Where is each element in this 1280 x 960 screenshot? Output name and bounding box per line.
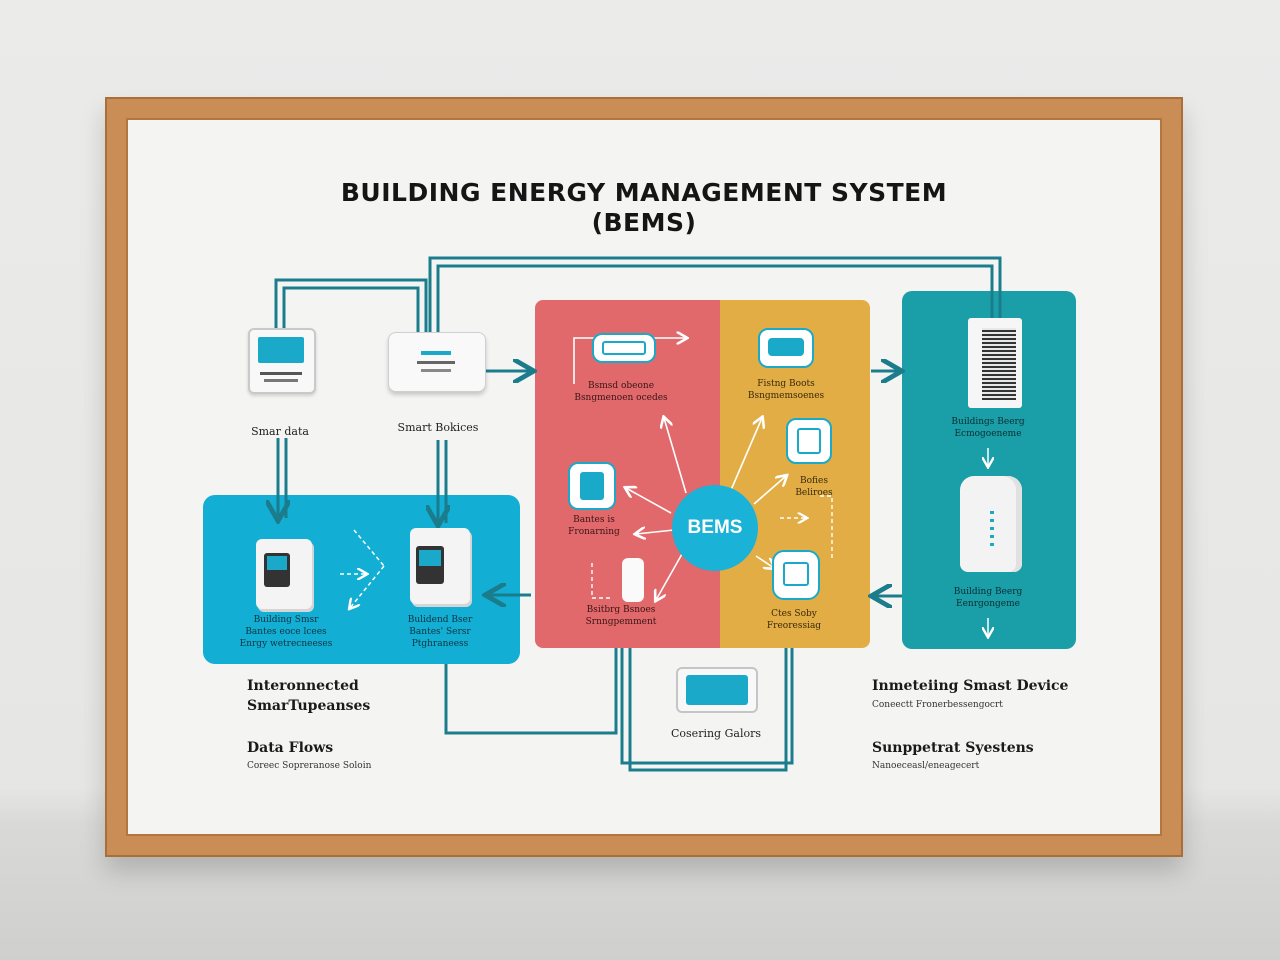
blue-left-label-2: Bantes eoce lcees — [245, 627, 327, 637]
left-note-2-sub: Coreec Sopreranose Soloin — [247, 761, 372, 771]
connection-lines — [126, 256, 1002, 772]
cosering-galors-label: Cosering Galors — [671, 727, 761, 740]
cylinder-device-icon — [622, 558, 644, 602]
yellow-bottom-label-2: Freoressiag — [766, 621, 822, 631]
smart-data-label: Smar data — [251, 425, 309, 438]
teal-top-label-2: Ecmogoeneme — [954, 429, 1022, 439]
bems-hub: BEMS — [672, 485, 758, 571]
yellow-mid-label-2: Beliroes — [795, 488, 833, 498]
yellow-top-label-2: Bsngmemsoenes — [747, 391, 825, 401]
left-note-2-heading: Data Flows — [247, 740, 334, 756]
thermostat-icon — [786, 418, 832, 464]
building-sensor-device — [410, 528, 470, 604]
yellow-bottom-label-1: Ctes Soby — [771, 609, 817, 619]
controller-icon — [772, 550, 820, 600]
diagram-subtitle: (BEMS) — [591, 208, 697, 237]
teal-bottom-label-2: Eenrgongeme — [956, 599, 1020, 609]
teal-bottom-label-1: Building Beerg — [953, 587, 1023, 597]
red-bottom-label-2: Srnngpemment — [585, 617, 657, 627]
blue-left-label-1: Building Smsr — [253, 615, 319, 625]
diagram-title: BUILDING ENERGY MANAGEMENT SYSTEM — [340, 178, 948, 207]
left-note-1-heading-2: SmarTupeanses — [247, 698, 371, 714]
red-mid-label-1: Bantes is — [573, 515, 615, 525]
teal-top-label-1: Buildings Beerg — [951, 417, 1025, 427]
left-note-1-heading-1: Interonnected — [247, 678, 359, 694]
yellow-top-label-1: Fistng Boots — [757, 379, 815, 389]
smart-bokices-device — [388, 332, 486, 392]
blue-left-label-3: Enrgy wetrecneeses — [239, 639, 333, 649]
red-top-label-1: Bsmsd obeone — [587, 381, 655, 391]
storage-unit-device — [960, 476, 1022, 572]
right-note-2-heading: Sunppetrat Syestens — [872, 740, 1034, 756]
blue-right-label-2: Bantes' Sersr — [409, 627, 471, 637]
yellow-mid-label-1: Bofies — [800, 476, 828, 486]
red-bottom-label-1: Bsitbrg Bsnoes — [586, 605, 656, 615]
meter-icon — [592, 333, 656, 363]
red-mid-label-2: Fronarning — [568, 527, 620, 537]
server-rack-device — [968, 318, 1022, 408]
right-note-1-heading: Inmeteiing Smast Device — [872, 678, 1069, 694]
right-note-1-sub: Coneectt Fronerbessengocrt — [872, 700, 1003, 710]
tablet-display-device — [676, 667, 758, 713]
smart-data-device — [248, 328, 316, 394]
panel-icon — [568, 462, 616, 510]
red-top-label-2: Bsngmenoen ocedes — [574, 393, 668, 403]
blue-right-label-1: Bulidend Bser — [407, 615, 473, 625]
building-meter-device — [256, 539, 312, 609]
right-note-2-sub: Nanoeceasl/eneagecert — [872, 761, 980, 771]
diagram-canvas: BUILDING ENERGY MANAGEMENT SYSTEM (BEMS) — [126, 118, 1162, 836]
hvac-icon — [758, 328, 814, 368]
smart-bokices-label: Smart Bokices — [397, 421, 479, 434]
blue-right-label-3: Ptghraneess — [411, 639, 469, 649]
